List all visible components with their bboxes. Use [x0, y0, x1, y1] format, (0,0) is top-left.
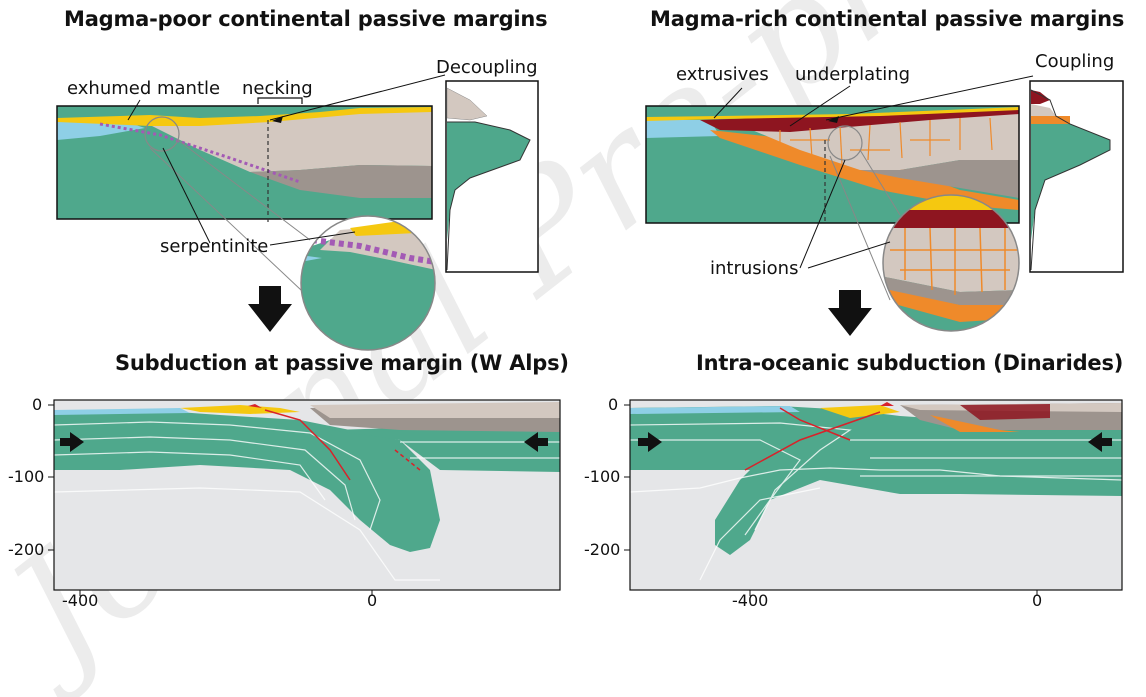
title-magma-rich: Magma-rich continental passive margins — [650, 7, 1125, 31]
sediment-layer — [646, 107, 1019, 121]
strength-curve — [446, 121, 531, 271]
title-dinarides: Intra-oceanic subduction (Dinarides) — [696, 351, 1124, 375]
zoom-circle-border — [882, 194, 1020, 332]
zoom-connector — [859, 149, 901, 216]
arrowhead — [828, 116, 839, 123]
label-serpentinite: serpentinite — [160, 236, 269, 257]
push-arrow-left — [638, 432, 662, 452]
strength-crust — [446, 87, 488, 121]
down-arrow-left — [248, 286, 292, 332]
push-arrow-right — [1088, 432, 1112, 452]
strength-extrusive — [1031, 90, 1050, 104]
extrusives-layer — [700, 110, 1019, 132]
strength-curve — [1030, 89, 1111, 271]
push-arrow-left — [60, 432, 84, 452]
push-arrow-right — [524, 432, 548, 452]
y-tick-100: -100 — [584, 467, 621, 486]
fault — [779, 407, 851, 441]
zoom-circle-border — [300, 215, 436, 351]
down-arrow-right — [828, 290, 872, 336]
y-tick-100: -100 — [8, 467, 45, 486]
label-exhumed-mantle: exhumed mantle — [67, 78, 221, 99]
leader-coupling — [825, 75, 1034, 121]
title-magma-poor: Magma-poor continental passive margins — [64, 7, 548, 31]
leader-intrusions-2 — [799, 159, 846, 269]
magma-poor-section — [56, 74, 539, 351]
leader-serpentinite-2 — [269, 231, 356, 246]
wAlps-model — [48, 399, 561, 596]
zoom-circle-small — [144, 116, 180, 152]
strength-crust — [1031, 104, 1056, 118]
dinarides-model — [624, 399, 1123, 596]
ocean-layer — [646, 120, 720, 138]
ocean — [630, 406, 800, 414]
upper-plate-mantle — [330, 428, 560, 472]
label-extrusives: extrusives — [676, 64, 769, 85]
ocean-layer — [57, 120, 145, 140]
lower-crust — [860, 160, 1019, 198]
zoom-connector — [177, 139, 311, 241]
main-thrust — [744, 411, 881, 471]
strength-mantle — [447, 122, 530, 240]
main-thrust — [264, 409, 351, 481]
arrowhead — [272, 116, 283, 123]
label-intrusions: intrusions — [710, 258, 799, 279]
leader-extrusives — [713, 87, 743, 119]
x-tick-400: -400 — [732, 591, 769, 610]
x-tick-0: 0 — [1032, 591, 1043, 610]
lower-plate — [54, 410, 440, 552]
y-tick-200: -200 — [584, 540, 621, 559]
title-w-alps: Subduction at passive margin (W Alps) — [115, 351, 569, 375]
secondary-fault — [394, 449, 421, 471]
label-coupling: Coupling — [1035, 51, 1115, 72]
axis-ticks — [624, 404, 1038, 596]
lower-crust — [250, 165, 432, 198]
y-tick-0: 0 — [32, 395, 43, 414]
leader-underplating — [789, 85, 851, 127]
axes-frame — [53, 399, 561, 591]
x-tick-0: 0 — [367, 591, 378, 610]
leader-decoupling — [269, 74, 446, 121]
necking-bracket — [257, 97, 303, 104]
leader-serpentinite — [162, 147, 211, 244]
extrusives — [960, 404, 1050, 420]
figure-canvas — [48, 74, 1124, 596]
label-decoupling: Decoupling — [436, 57, 538, 78]
dike-swarm — [779, 117, 993, 165]
leader-exhumed-mantle — [127, 99, 141, 121]
fault-arrow — [248, 404, 262, 408]
isotherms — [629, 422, 1123, 581]
underplating — [930, 415, 1020, 432]
section-frame — [56, 105, 433, 220]
label-necking: necking — [242, 78, 313, 99]
lower-plate — [630, 406, 1122, 555]
zoom-connector — [829, 155, 891, 301]
sediment — [820, 405, 900, 418]
upper-plate-crust-upper — [310, 402, 560, 418]
serpentinite-trace — [99, 122, 301, 184]
axes-frame — [629, 399, 1123, 591]
leader-intrusions — [807, 241, 891, 269]
y-tick-200: -200 — [8, 540, 45, 559]
zoom-connector — [149, 147, 319, 307]
y-tick-0: 0 — [608, 395, 619, 414]
section-frame — [645, 105, 1020, 224]
ocean — [54, 408, 190, 415]
label-underplating: underplating — [795, 64, 911, 85]
axis-ticks — [48, 404, 373, 596]
magma-rich-section — [645, 75, 1124, 332]
x-tick-400: -400 — [62, 591, 99, 610]
strength-mantle — [1031, 124, 1110, 240]
fault-arrow — [880, 402, 894, 406]
strength-underplate — [1031, 116, 1070, 124]
